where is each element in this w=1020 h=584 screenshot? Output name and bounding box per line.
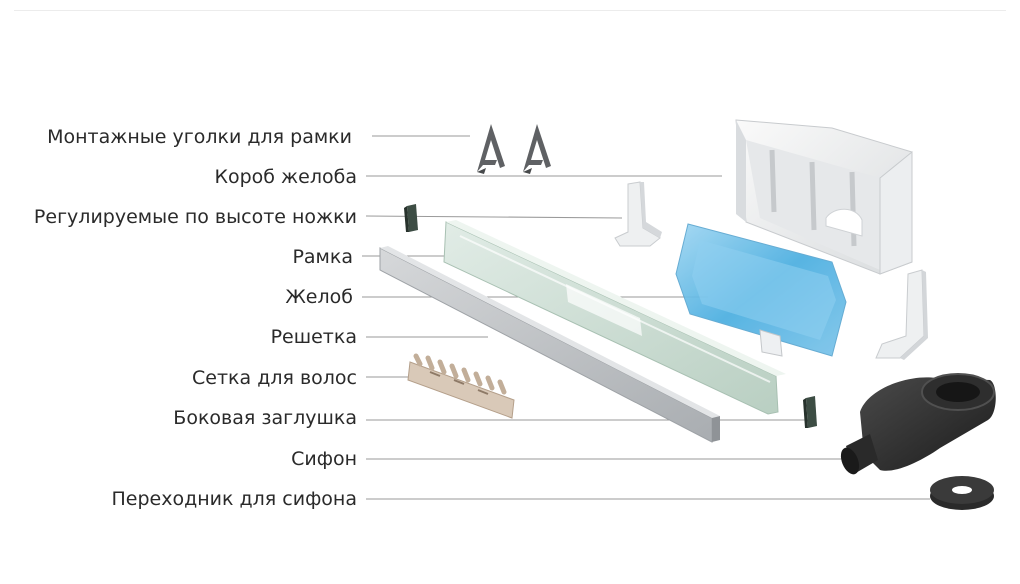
part-drain-box — [735, 119, 913, 275]
label-hair-mesh: Сетка для волос — [192, 367, 357, 389]
callout-labels: Монтажные уголки для рамки Короб желоба … — [34, 126, 357, 510]
part-grate — [379, 246, 720, 443]
label-siphon-adapter: Переходник для сифона — [112, 488, 358, 510]
label-box: Короб желоба — [215, 166, 358, 188]
label-grate: Решетка — [271, 326, 357, 348]
part-height-legs — [614, 181, 928, 360]
label-corners: Монтажные уголки для рамки — [47, 126, 352, 148]
part-mounting-corners — [477, 124, 551, 174]
leader-lines — [362, 135, 930, 500]
part-siphon — [840, 373, 996, 475]
top-divider — [14, 10, 1006, 11]
part-siphon-adapter — [930, 476, 994, 510]
part-hair-mesh — [407, 353, 515, 419]
part-frame — [443, 220, 786, 415]
label-siphon: Сифон — [291, 448, 357, 470]
part-end-caps — [404, 204, 817, 428]
label-end-cap: Боковая заглушка — [173, 407, 357, 429]
label-frame: Рамка — [292, 246, 353, 268]
leader-legs — [365, 215, 623, 219]
label-legs: Регулируемые по высоте ножки — [34, 206, 357, 228]
label-channel: Желоб — [285, 286, 353, 308]
part-channel — [675, 223, 847, 357]
